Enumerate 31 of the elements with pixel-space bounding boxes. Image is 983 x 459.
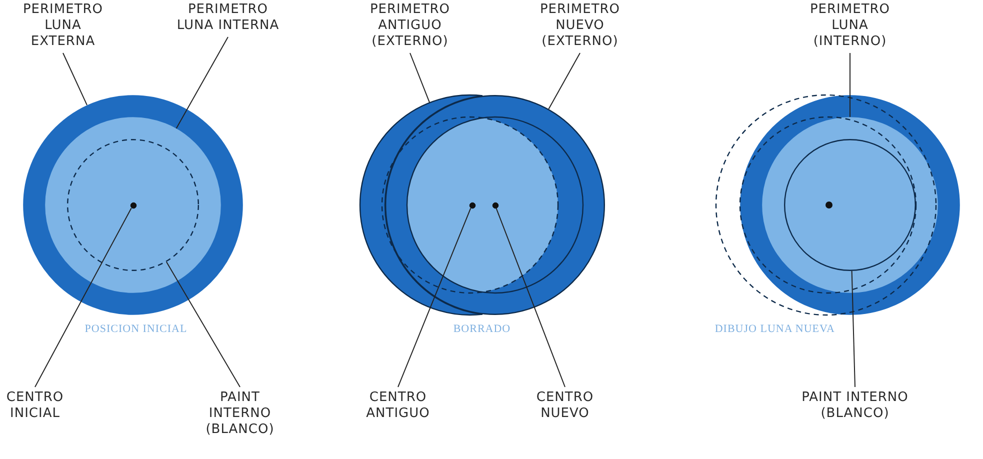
- part-label: PAINT INTERNO (BLANCO): [195, 390, 285, 438]
- part-label: PERIMETRO LUNA EXTERNA: [11, 2, 115, 50]
- part-label: CENTRO ANTIGUO: [353, 390, 443, 422]
- leader-line: [176, 36, 228, 129]
- leader-line: [166, 261, 240, 388]
- leader-line: [548, 52, 580, 110]
- panel-caption: BORRADO: [453, 322, 511, 336]
- outer-disk: [740, 95, 960, 315]
- leader-line: [34, 208, 132, 388]
- center-dot: [492, 202, 498, 208]
- outer-disk: [23, 95, 243, 315]
- leader-line: [398, 208, 472, 388]
- leader-line: [851, 270, 856, 388]
- part-label: PERIMETRO ANTIGUO (EXTERNO): [354, 2, 466, 50]
- leader-line: [62, 52, 88, 106]
- center-dot: [130, 202, 136, 208]
- part-label: CENTRO INICIAL: [0, 390, 77, 422]
- inner-circle: [784, 139, 916, 271]
- inner-disk: [762, 117, 938, 293]
- part-label: PERIMETRO LUNA (INTERNO): [794, 2, 906, 50]
- part-label: CENTRO NUEVO: [520, 390, 610, 422]
- leader-line: [496, 208, 566, 388]
- part-label: PAINT INTERNO (BLANCO): [785, 390, 925, 422]
- panel-caption: DIBUJO LUNA NUEVA: [714, 322, 835, 336]
- panel-caption: POSICION INICIAL: [84, 322, 188, 336]
- inner-disk: [45, 117, 221, 293]
- center-dot: [468, 202, 476, 208]
- leader-line: [410, 52, 430, 104]
- part-label: PERIMETRO LUNA INTERNA: [176, 2, 280, 34]
- dashed-circle: [67, 139, 199, 271]
- part-label: PERIMETRO NUEVO (EXTERNO): [524, 2, 636, 50]
